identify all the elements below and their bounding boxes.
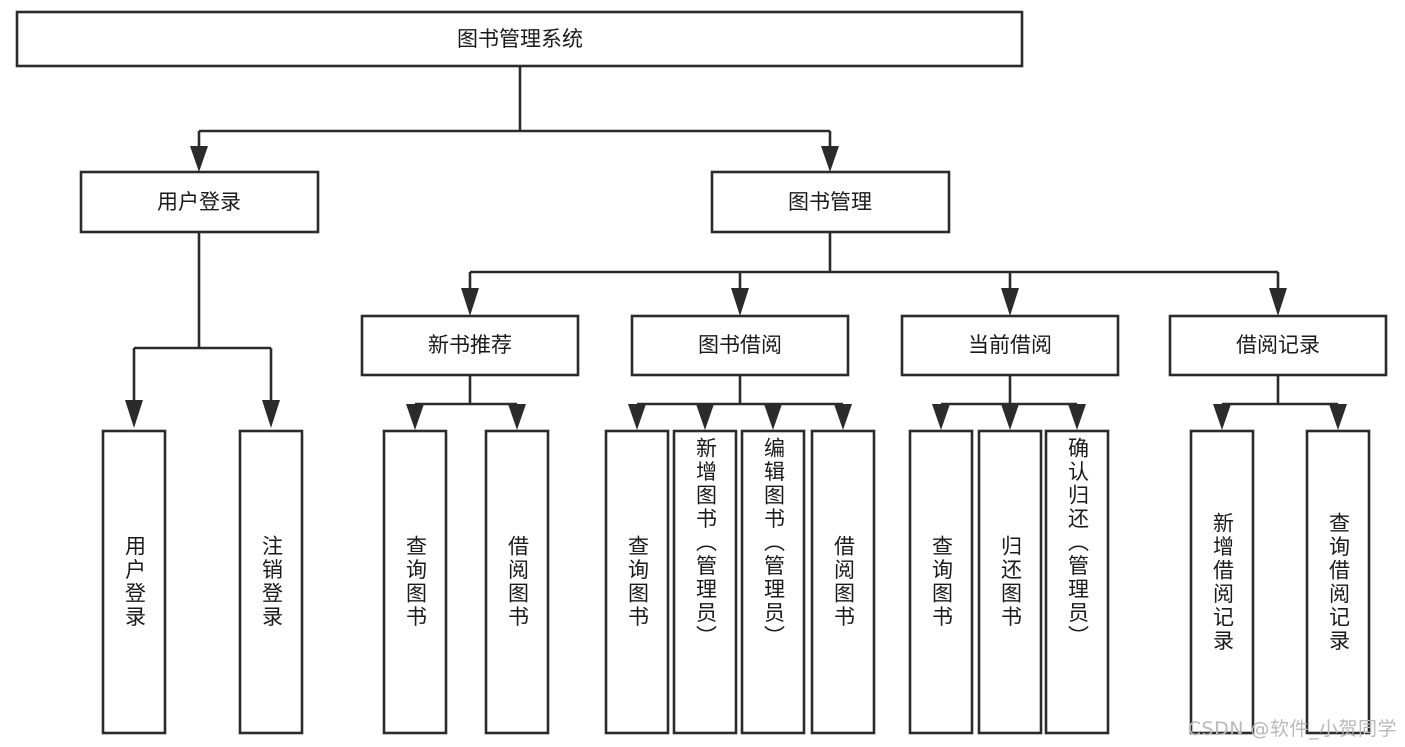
arrow-head-new-book: [461, 288, 479, 316]
node-box-book-management[interactable]: [710, 170, 951, 234]
node-layer: 图书管理系统 用户登录 图书管理 新书推荐 图书借阅 当前借阅 借阅记录: [15, 10, 1388, 735]
arrow-head-book-mgmt: [821, 146, 839, 172]
arrow-head-leaf-8: [834, 404, 852, 430]
arrow-head-current-borrow: [1001, 288, 1019, 316]
arrow-head-leaf-11: [1068, 404, 1086, 430]
node-box-book-borrow[interactable]: [630, 314, 850, 377]
node-box-leaf-2[interactable]: [238, 429, 304, 735]
node-box-user-login[interactable]: [79, 170, 320, 234]
arrow-head-leaf-13: [1329, 404, 1347, 430]
node-box-root[interactable]: [15, 10, 1024, 68]
node-box-leaf-3[interactable]: [382, 429, 448, 735]
arrow-head-borrow: [731, 288, 749, 316]
node-label-borrow-record: 借阅记录: [1236, 333, 1320, 357]
csdn-watermark: CSDN @软件_小贺同学: [1187, 718, 1397, 740]
connector-layer: [125, 66, 1347, 430]
arrow-head-leaf-10: [1001, 404, 1019, 430]
node-box-new-book-recommend[interactable]: [360, 314, 580, 377]
arrow-head-leaf-4: [508, 404, 526, 430]
arrow-head-leaf-2: [262, 400, 280, 428]
node-label-current-borrow: 当前借阅: [968, 333, 1052, 357]
node-box-leaf-6[interactable]: [672, 429, 738, 735]
node-box-leaf-10[interactable]: [977, 429, 1043, 735]
node-box-leaf-11[interactable]: [1044, 429, 1110, 735]
node-label-book-borrow: 图书借阅: [698, 333, 782, 357]
node-box-leaf-12[interactable]: [1189, 429, 1255, 735]
node-box-leaf-1[interactable]: [101, 429, 167, 735]
node-label-user-login: 用户登录: [157, 190, 241, 214]
arrow-head-leaf-9: [932, 404, 950, 430]
arrow-head-leaf-6: [696, 404, 714, 430]
node-box-leaf-8[interactable]: [810, 429, 876, 735]
arrow-head-borrow-record: [1269, 288, 1287, 316]
node-label-new-book-recommend: 新书推荐: [428, 333, 512, 357]
arrow-head-user-login: [190, 146, 208, 172]
node-box-leaf-9[interactable]: [908, 429, 974, 735]
arrow-head-leaf-1: [125, 400, 143, 428]
node-box-leaf-13[interactable]: [1305, 429, 1371, 735]
node-box-borrow-record[interactable]: [1168, 314, 1388, 377]
node-box-current-borrow[interactable]: [900, 314, 1120, 377]
arrow-head-leaf-12: [1213, 404, 1231, 430]
node-label-book-management: 图书管理: [788, 190, 872, 214]
arrow-head-leaf-5: [628, 404, 646, 430]
node-box-leaf-5[interactable]: [604, 429, 670, 735]
node-box-leaf-7[interactable]: [740, 429, 806, 735]
arrow-head-leaf-3: [406, 404, 424, 430]
node-label-root: 图书管理系统: [457, 27, 583, 51]
node-box-leaf-4[interactable]: [484, 429, 550, 735]
arrow-head-leaf-7: [764, 404, 782, 430]
